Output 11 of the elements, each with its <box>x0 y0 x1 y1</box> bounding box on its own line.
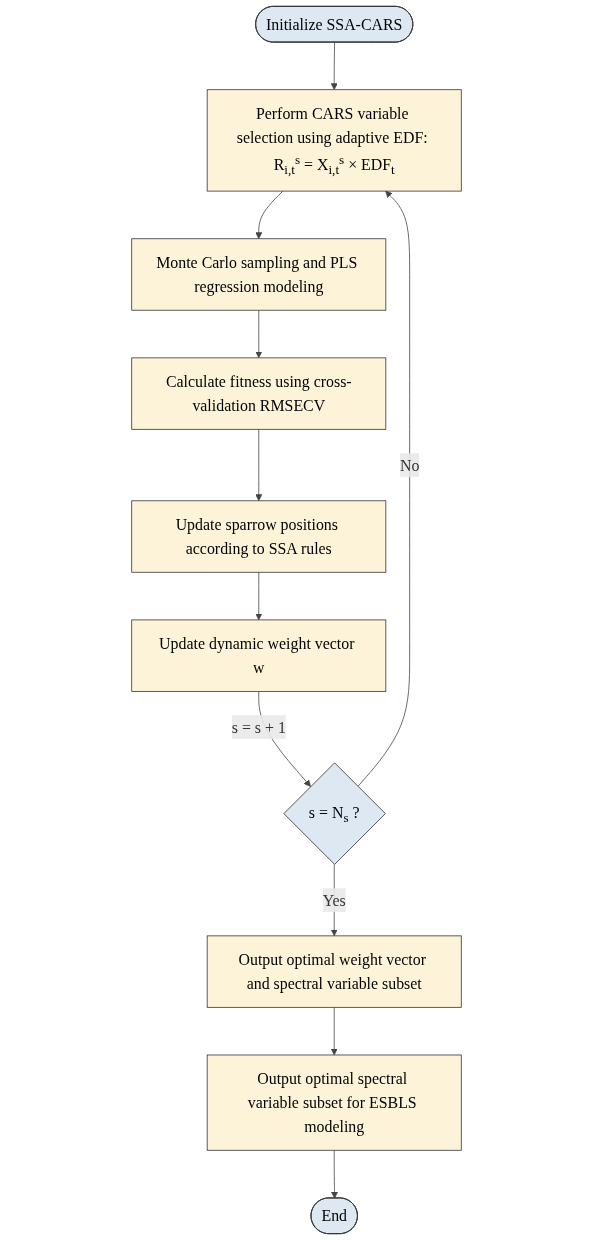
node-box: Output optimal weight vector and spectral variable subset <box>206 935 462 1008</box>
edge-label: No <box>399 456 419 474</box>
edge-label: Yes <box>322 891 346 909</box>
node-diamond: s = N$_{s}$ ? <box>282 762 386 865</box>
node-box: Update dynamic weight vector w <box>130 619 386 692</box>
node-box: Update sparrow positions according to SSA rules <box>130 500 386 573</box>
node-box: Monte Carlo sampling and PLS regression modeling <box>130 238 386 311</box>
node-box: Perform CARS variable selection using adaptive EDF: R$_{i,t}$$^{s}$ = X$_{i,t}$$^{s}$ × EDF$_{t}$ <box>206 89 462 192</box>
node-box: Output optimal spectral variable subset for ESBLS modeling <box>206 1054 462 1151</box>
node-box: Calculate fitness using cross-validation RMSECV <box>130 357 386 430</box>
edge-label: s = s + 1 <box>231 718 286 736</box>
